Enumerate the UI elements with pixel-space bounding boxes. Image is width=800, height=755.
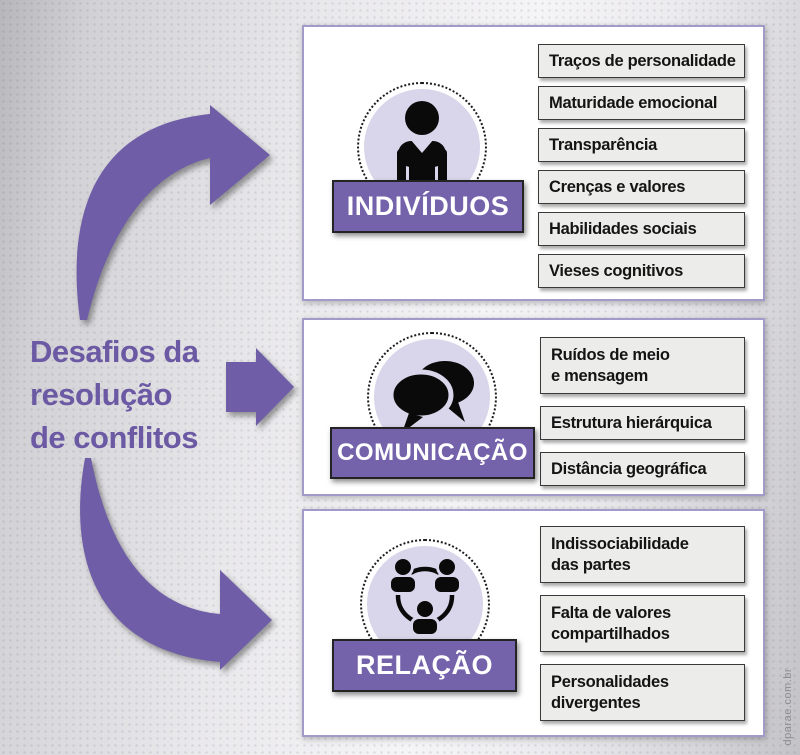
banner-individuos: INDIVÍDUOS: [332, 180, 524, 233]
page-title: Desafios da resolução de conflitos: [30, 330, 260, 459]
section-relacao: RELAÇÃO Indissociabilidade das partes Fa…: [302, 509, 765, 737]
list-item: Estrutura hierárquica: [540, 406, 745, 440]
list-item: Ruídos de meio e mensagem: [540, 337, 745, 394]
straight-arrow-right-icon: [226, 348, 294, 426]
list-item: Falta de valores compartilhados: [540, 595, 745, 652]
banner-comunicacao: COMUNICAÇÃO: [330, 427, 535, 479]
curved-arrow-up-right-icon: [76, 105, 270, 320]
item-list: Traços de personalidade Maturidade emoci…: [538, 44, 745, 288]
title-line-1: Desafios da: [30, 334, 199, 369]
item-list: Indissociabilidade das partes Falta de v…: [540, 526, 745, 721]
list-item: Crenças e valores: [538, 170, 745, 204]
list-item: Personalidades divergentes: [540, 664, 745, 721]
banner-label: RELAÇÃO: [356, 650, 493, 680]
title-line-3: de conflitos: [30, 420, 198, 455]
list-item: Indissociabilidade das partes: [540, 526, 745, 583]
banner-label: INDIVÍDUOS: [346, 191, 510, 221]
section-individuos: INDIVÍDUOS Traços de personalidade Matur…: [302, 25, 765, 301]
section-comunicacao: COMUNICAÇÃO Ruídos de meio e mensagem Es…: [302, 318, 765, 496]
list-item: Transparência: [538, 128, 745, 162]
list-item: Maturidade emocional: [538, 86, 745, 120]
item-list: Ruídos de meio e mensagem Estrutura hier…: [540, 337, 745, 486]
watermark-credit: dparae.com.br: [782, 667, 794, 745]
list-item: Distância geográfica: [540, 452, 745, 486]
banner-label: COMUNICAÇÃO: [337, 439, 528, 466]
banner-relacao: RELAÇÃO: [332, 639, 517, 692]
list-item: Traços de personalidade: [538, 44, 745, 78]
list-item: Vieses cognitivos: [538, 254, 745, 288]
title-line-2: resolução: [30, 377, 172, 412]
curved-arrow-down-right-icon: [80, 458, 272, 670]
list-item: Habilidades sociais: [538, 212, 745, 246]
